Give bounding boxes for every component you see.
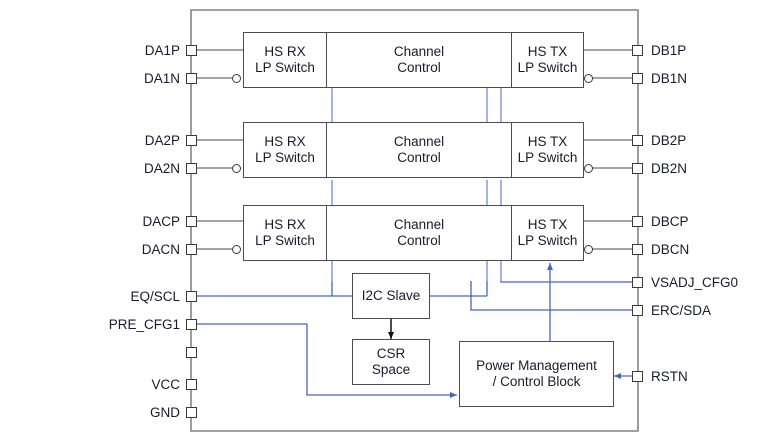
- pin-vsadj-cfg0[interactable]: [632, 277, 643, 288]
- pin-label-rstn: RSTN: [651, 369, 688, 384]
- pin-db2p[interactable]: [632, 135, 643, 146]
- pin-label-db1n: DB1N: [651, 71, 688, 86]
- channel-control-label-line1: Channel: [393, 44, 445, 59]
- hs-tx-label-line1: HS TX: [527, 134, 568, 149]
- i2c-slave-block: I2C Slave: [352, 273, 430, 319]
- pin-dbcn[interactable]: [632, 244, 643, 255]
- i2c-out-net: [430, 281, 488, 297]
- pin-rstn[interactable]: [632, 371, 643, 382]
- hs-tx-label-line2: LP Switch: [517, 233, 578, 248]
- pin-db2n[interactable]: [632, 163, 643, 174]
- pin-label-pre-cfg1: PRE_CFG1: [108, 317, 180, 332]
- channel-control-label-line2: Control: [397, 60, 441, 75]
- vsadj-erc-net: [470, 281, 632, 311]
- channel-control-label-line2: Control: [397, 150, 441, 165]
- channel-2-rx-invert-bubble: [232, 164, 241, 173]
- channel-c-control-block: Channel Control: [326, 205, 512, 261]
- channel-1-rx-invert-bubble: [232, 74, 241, 83]
- hs-tx-label-line2: LP Switch: [517, 60, 578, 75]
- channel-control-label-line1: Channel: [393, 134, 445, 149]
- channel-control-label-line1: Channel: [393, 217, 445, 232]
- channel-2-control-block: Channel Control: [326, 122, 512, 178]
- hs-rx-label-line2: LP Switch: [255, 150, 315, 165]
- hs-tx-label-line2: LP Switch: [517, 150, 578, 165]
- pin-erc-sda[interactable]: [632, 305, 643, 316]
- pmc-label-line1: Power Management: [476, 358, 597, 373]
- pin-db1p[interactable]: [632, 45, 643, 56]
- channel-c-tx-invert-bubble: [584, 245, 593, 254]
- pin-da1p[interactable]: [186, 45, 197, 56]
- pin-da2n[interactable]: [186, 163, 197, 174]
- hs-rx-label-line2: LP Switch: [255, 233, 315, 248]
- pmc-label-line2: / Control Block: [492, 374, 581, 389]
- channel-2-tx-invert-bubble: [584, 164, 593, 173]
- pin-label-da1p: DA1P: [144, 43, 180, 58]
- inter-channel-bus: [331, 88, 502, 281]
- hs-rx-label-line2: LP Switch: [255, 60, 315, 75]
- pin-label-da2p: DA2P: [144, 133, 180, 148]
- channel-control-label-line2: Control: [397, 233, 441, 248]
- hs-rx-label-line1: HS RX: [264, 134, 306, 149]
- pin-eq-scl[interactable]: [186, 291, 197, 302]
- pin-unlabeled-left[interactable]: [186, 347, 197, 358]
- pin-da2p[interactable]: [186, 135, 197, 146]
- pin-label-da2n: DA2N: [143, 161, 180, 176]
- pin-label-db1p: DB1P: [651, 43, 687, 58]
- csr-space-label-line1: CSR: [376, 346, 406, 361]
- pre-cfg1-net: [197, 323, 457, 398]
- channel-c-hs-rx-block: HS RX LP Switch: [243, 205, 327, 261]
- pin-label-da1n: DA1N: [143, 71, 180, 86]
- power-management-control-block: Power Management / Control Block: [459, 341, 614, 407]
- hs-tx-label-line1: HS TX: [527, 217, 568, 232]
- eq-scl-net: [197, 281, 352, 297]
- channel-c-rx-invert-bubble: [232, 245, 241, 254]
- channel-1-wires: [197, 49, 632, 79]
- channel-1-control-block: Channel Control: [326, 32, 512, 88]
- channel-1-tx-invert-bubble: [584, 74, 593, 83]
- pin-db1n[interactable]: [632, 73, 643, 84]
- channel-2-wires: [197, 139, 632, 169]
- pin-gnd[interactable]: [186, 407, 197, 418]
- pin-label-db2n: DB2N: [651, 161, 688, 176]
- channel-2-hs-rx-block: HS RX LP Switch: [243, 122, 327, 178]
- channel-1-hs-tx-block: HS TX LP Switch: [511, 32, 584, 88]
- pin-da1n[interactable]: [186, 73, 197, 84]
- pin-label-vsadj-cfg0: VSADJ_CFG0: [651, 275, 739, 290]
- channel-c-wires: [197, 220, 632, 250]
- hs-rx-label-line1: HS RX: [264, 44, 306, 59]
- pin-label-db2p: DB2P: [651, 133, 687, 148]
- pin-label-dacn: DACN: [141, 242, 180, 257]
- pin-label-erc-sda: ERC/SDA: [651, 303, 712, 318]
- hs-rx-label-line1: HS RX: [264, 217, 306, 232]
- pin-label-dacp: DACP: [142, 214, 180, 229]
- pin-label-vcc: VCC: [151, 377, 180, 392]
- pin-label-gnd: GND: [150, 405, 180, 420]
- pin-label-eq-scl: EQ/SCL: [130, 289, 180, 304]
- csr-space-label-line2: Space: [371, 362, 411, 377]
- channel-2-hs-tx-block: HS TX LP Switch: [511, 122, 584, 178]
- csr-space-block: CSR Space: [352, 339, 430, 385]
- pin-label-dbcp: DBCP: [651, 214, 689, 229]
- pin-dbcp[interactable]: [632, 216, 643, 227]
- channel-c-hs-tx-block: HS TX LP Switch: [511, 205, 584, 261]
- channel-1-hs-rx-block: HS RX LP Switch: [243, 32, 327, 88]
- i2c-slave-label: I2C Slave: [361, 288, 421, 303]
- pin-dacp[interactable]: [186, 216, 197, 227]
- pin-vcc[interactable]: [186, 379, 197, 390]
- pin-pre-cfg1[interactable]: [186, 319, 197, 330]
- pin-label-dbcn: DBCN: [651, 242, 690, 257]
- hs-tx-label-line1: HS TX: [527, 44, 568, 59]
- pin-dacn[interactable]: [186, 244, 197, 255]
